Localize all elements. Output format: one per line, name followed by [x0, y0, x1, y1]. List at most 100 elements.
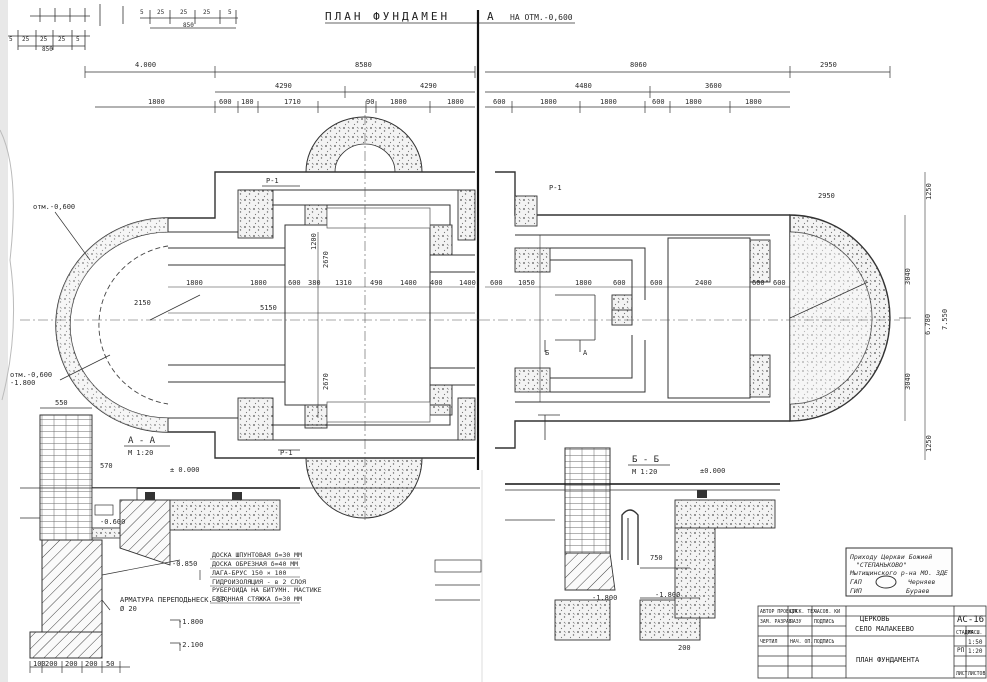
tb-sheet-name: ПЛАН ФУНДАМЕНТА — [856, 656, 920, 664]
dim-vert-3: 1200 — [310, 233, 318, 250]
section-b-scale: М 1:20 — [632, 468, 657, 476]
dim-left-4000: 4.000 — [135, 61, 156, 69]
tb-scale-2: 1:20 — [968, 648, 983, 655]
dim-inner-8: 400 — [430, 279, 443, 287]
dim-inner-1: 1800 — [186, 279, 203, 287]
tb-sheet-label: ЛИСТ — [956, 671, 968, 677]
dim-r-seg-2: 1800 — [540, 98, 557, 106]
dim-top-total: 850 — [183, 22, 194, 29]
section-a-scale: М 1:20 — [128, 449, 153, 457]
dim-seg-5: 90 — [366, 98, 374, 106]
stamp-line-7: Бураев — [906, 587, 930, 595]
section-a-level-4: -2.100 — [178, 641, 203, 649]
dim-inner-5: 1310 — [335, 279, 352, 287]
tb-row1-col1: АВТОР ПРОЕКТА — [760, 609, 798, 615]
tb-row3-col3: ПОДПИСЬ — [814, 639, 834, 645]
dim-r-inner-5: 600 — [650, 279, 663, 287]
section-a-drawing — [20, 407, 480, 673]
dim-left-row-4: 25 — [58, 36, 66, 43]
section-mark-b: Б — [545, 349, 549, 357]
section-b-level-1: -1.800 — [655, 591, 680, 599]
dim-r-inner-3: 1800 — [575, 279, 592, 287]
dim-r-seg-3: 1800 — [600, 98, 617, 106]
dim-top-row-3: 25 — [180, 9, 188, 16]
tb-row1-col3: ЧАСОВ. КИ — [814, 609, 840, 615]
dim-left-row-3: 25 — [40, 36, 48, 43]
dim-vert-2: 2670 — [322, 373, 330, 390]
tb-row1-col2: ЦИСК. ТЕХ. — [790, 609, 819, 615]
tb-row2-col3: ПОДПИСЬ — [814, 619, 834, 625]
dim-seg-4: 1710 — [284, 98, 301, 106]
approval-stamp: Приходу Церкви Божией "СТЕПАНЬКОВО" Мыти… — [845, 547, 953, 597]
dim-top-row-2: 25 — [157, 9, 165, 16]
dim-inner-7: 1400 — [400, 279, 417, 287]
section-mark-a: А — [583, 349, 588, 357]
section-b-title: Б - Б — [632, 455, 659, 465]
dim-left-row-2: 25 — [22, 36, 30, 43]
section-b-dim-b: 200 — [678, 644, 691, 652]
dim-r-inner-2: 1050 — [518, 279, 535, 287]
dim-top-row-5: 5 — [228, 9, 232, 16]
dim-vert-1: 2670 — [322, 251, 330, 268]
tb-scale-label: МАСШ. — [968, 630, 982, 636]
section-a-legend: ДОСКА ШПУНТОВАЯ δ=30 ММ ДОСКА ОБРЕЗНАЯ δ… — [212, 551, 322, 603]
tb-stage: РП — [957, 647, 965, 654]
section-a-title: А - А — [128, 436, 156, 446]
dim-r-vert-5: 1250 — [925, 435, 933, 452]
signature-mark — [875, 575, 897, 589]
tb-code: АС-16 — [957, 615, 984, 625]
dim-seg-2: 600 — [219, 98, 232, 106]
dim-seg-7: 1800 — [447, 98, 464, 106]
dim-left-row-5: 5 — [76, 36, 80, 43]
dim-seg-1: 1800 — [148, 98, 165, 106]
tb-row2-col1: ЗАМ. РАЗРАБ. — [760, 619, 795, 625]
dim-axis: 5150 — [260, 304, 277, 312]
legend-line-1: ДОСКА ШПУНТОВАЯ δ=30 ММ — [212, 551, 302, 559]
dim-r-inner-7: 600 — [752, 279, 765, 287]
section-a-dim-b3: 200 — [65, 660, 78, 668]
dim-seg-3: 180 — [241, 98, 254, 106]
section-a-rebar: АРМАТУРА ПЕРЕПОДЬНЕСК. ЗР. — [120, 596, 230, 604]
section-b-level-0: ±0.000 — [700, 467, 725, 475]
tb-row3-col1: ЧЕРТИЛ — [760, 639, 777, 645]
dim-r-vert-2: 3040 — [904, 268, 912, 285]
dim-r-inner-1: 600 — [490, 279, 503, 287]
right-dimension-lines — [485, 66, 891, 113]
dim-apse: 2950 — [818, 192, 835, 200]
section-a-level-0: ± 0.000 — [170, 466, 200, 474]
elevation-mark-left: отм.-0,600 — [33, 203, 75, 211]
stamp-line-1: Приходу Церкви Божией — [849, 553, 932, 561]
dim-r-seg-4: 600 — [652, 98, 665, 106]
mark-p1-top-left: Р-1 — [266, 177, 279, 185]
tb-row2-col2: ПАЗУ — [790, 619, 802, 625]
dim-r-vert-1: 1250 — [925, 183, 933, 200]
section-a-dim-top: 550 — [55, 399, 68, 407]
legend-line-5: РУБЕРОИДА НА БИТУМН. МАСТИКЕ — [212, 586, 322, 594]
section-a-level-1: -0.600 — [100, 518, 125, 526]
tb-project-location: СЕЛО МАЛАКЕЕВО — [855, 625, 914, 633]
section-a-dim-b2: 200 — [45, 660, 58, 668]
section-a-dim-b5: 50 — [106, 660, 114, 668]
elevation-mark-left-3: -1.800 — [10, 379, 35, 387]
legend-line-3: ЛАГА-БРУС 150 × 100 — [212, 569, 286, 577]
tb-sheets-label: ЛИСТОВ — [968, 671, 985, 677]
section-a-level-3: -1.800 — [178, 618, 203, 626]
dim-seg-6: 1800 — [390, 98, 407, 106]
dim-left-total: 850 — [42, 46, 53, 53]
legend-line-4: ГИДРОИЗОЛЯЦИЯ - в 2 СЛОЯ — [212, 578, 306, 586]
top-left-dimension-grid — [8, 4, 238, 50]
dim-top-row-4: 25 — [203, 9, 211, 16]
dim-r-seg-1: 600 — [493, 98, 506, 106]
dim-r-inner-6: 2400 — [695, 279, 712, 287]
section-a-level-2: -0.850 — [172, 560, 197, 568]
legend-line-6: БЕТОННАЯ СТЯЖКА δ=30 ММ — [212, 595, 302, 603]
dim-top-row-1: 5 — [140, 9, 144, 16]
left-foundation-plan — [20, 115, 480, 520]
dim-r-seg-6: 1800 — [745, 98, 762, 106]
stamp-line-2: "СТЕПАНЬКОВО" — [856, 561, 907, 569]
dim-inner-9: 1400 — [459, 279, 476, 287]
dim-r-seg-5: 1800 — [685, 98, 702, 106]
dim-r-inner-8: 600 — [773, 279, 786, 287]
dim-inner-6: 490 — [370, 279, 383, 287]
